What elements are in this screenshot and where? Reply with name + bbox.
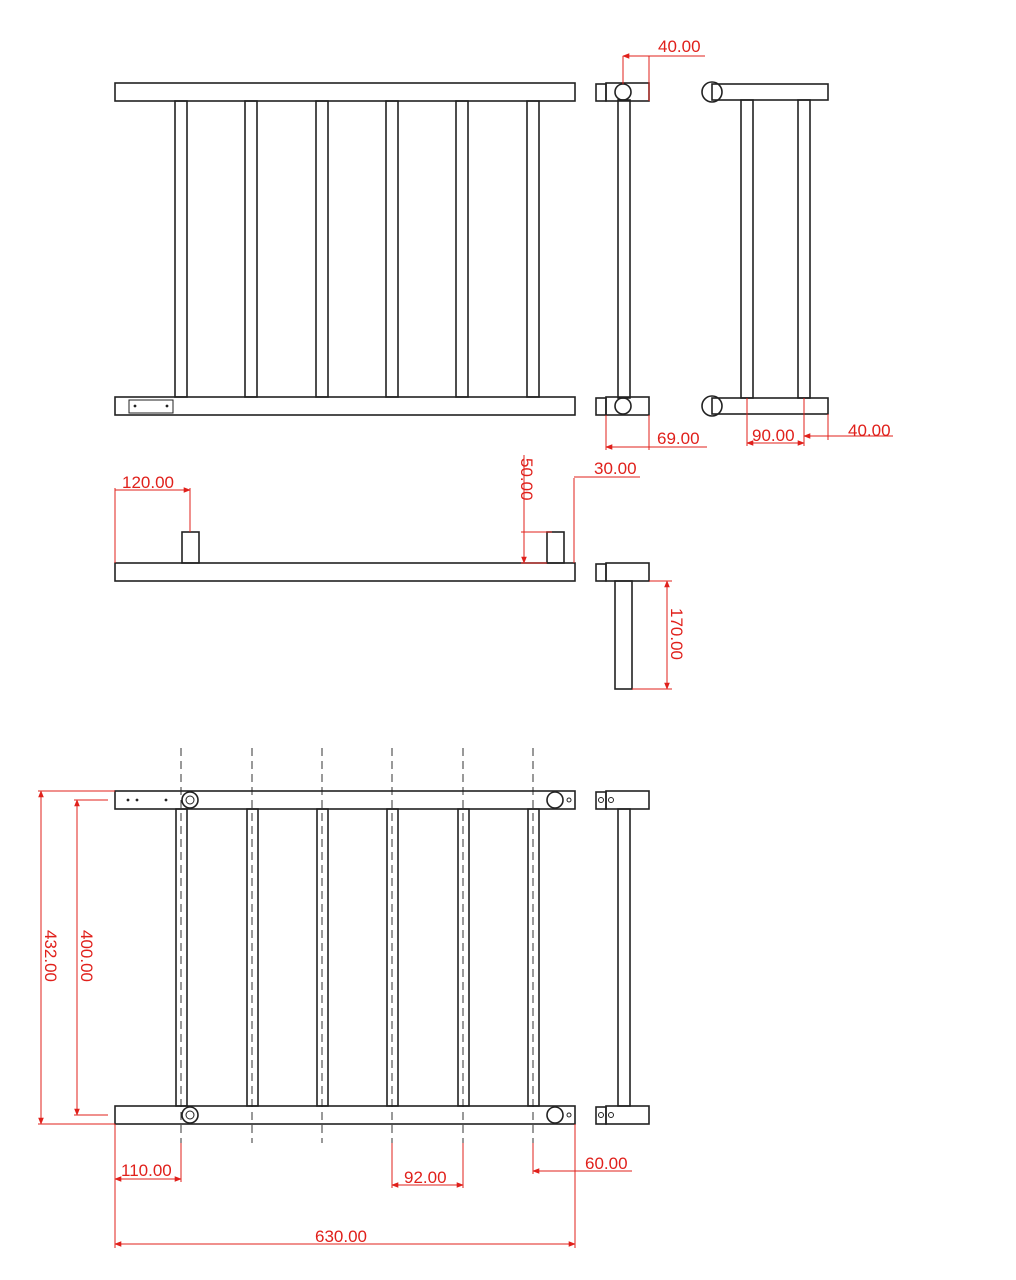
dim-end-spacing: 90.00 [752,426,795,445]
dim-end-offset: 40.00 [848,421,891,440]
dim-post-width: 30.00 [594,459,637,478]
dim-post-height: 50.00 [517,458,536,501]
dim-overall-height: 432.00 [41,930,60,982]
dim-post-offset: 120.00 [122,473,174,492]
dim-end-margin: 60.00 [585,1154,628,1173]
bracket-view: 170.00 [595,562,686,690]
dim-bar-pitch: 92.00 [404,1168,447,1187]
dim-center-height: 400.00 [77,930,96,982]
dim-first-bar-offset: 110.00 [121,1161,172,1180]
front-view [114,82,576,416]
dim-side-depth: 69.00 [657,429,700,448]
dim-side-tube-dia: 40.00 [658,37,701,56]
end-view: 90.00 40.00 [701,81,893,446]
side-view: 40.00 69.00 [595,37,707,450]
dim-overall-width: 630.00 [315,1227,367,1246]
rear-view: 432.00 400.00 110.00 92.00 60.00 630.00 [38,748,632,1248]
top-view: 120.00 50.00 30.00 [114,455,640,582]
rear-side-view [595,790,650,1125]
switch-box [128,399,174,414]
dim-bracket-height: 170.00 [667,608,686,660]
